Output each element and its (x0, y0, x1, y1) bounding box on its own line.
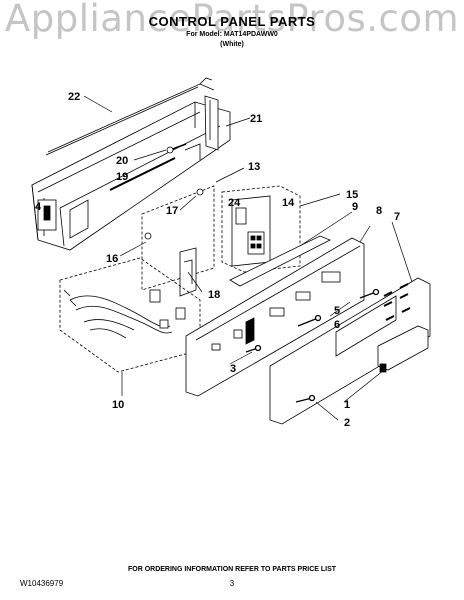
model-subtitle: For Model: MAT14PDAWW0 (White) (0, 30, 464, 50)
page-number: 3 (229, 579, 235, 588)
callout-14: 14 (282, 197, 295, 209)
callout-1: 1 (344, 399, 350, 411)
console-housing (31, 95, 231, 251)
callout-24: 24 (228, 197, 241, 209)
callout-20: 20 (116, 155, 128, 167)
bracket-group (141, 185, 215, 297)
part-8-control-panel (185, 237, 365, 397)
part-7-front-panel (269, 277, 431, 425)
part-9-strip (229, 235, 331, 287)
callout-4: 4 (35, 201, 42, 213)
callout-19: 19 (116, 171, 128, 183)
part-22-rod (45, 77, 215, 156)
callout-8: 8 (376, 205, 382, 217)
ordering-info: FOR ORDERING INFORMATION REFER TO PARTS … (127, 566, 337, 573)
document-number: W10436979 (20, 579, 64, 588)
callout-5: 5 (334, 305, 340, 317)
callout-leaders (83, 95, 413, 421)
callout-2: 2 (344, 417, 350, 429)
page-title: CONTROL PANEL PARTS (148, 14, 316, 29)
color-line: (White) (220, 41, 244, 48)
callout-3: 3 (230, 363, 236, 375)
callout-9: 9 (352, 201, 358, 213)
callout-18: 18 (208, 289, 220, 301)
callout-22: 22 (68, 91, 80, 103)
screws (245, 288, 380, 403)
callout-10: 10 (112, 399, 124, 411)
model-line: For Model: MAT14PDAWW0 (186, 31, 278, 38)
callout-7: 7 (394, 211, 400, 223)
callout-15: 15 (346, 189, 358, 201)
part-20-screw (166, 143, 187, 154)
watermark: AppliancePartsPros.com (4, 0, 460, 40)
callout-21: 21 (250, 113, 262, 125)
part-1-trim (377, 325, 429, 373)
callout-13: 13 (248, 161, 260, 173)
callout-16: 16 (106, 253, 118, 265)
callout-17: 17 (166, 205, 178, 217)
part-10-wire-harness (59, 257, 201, 373)
callout-6: 6 (334, 319, 340, 331)
callout-numbers: 22 21 20 19 4 13 17 24 14 15 9 8 7 16 18… (35, 91, 400, 429)
